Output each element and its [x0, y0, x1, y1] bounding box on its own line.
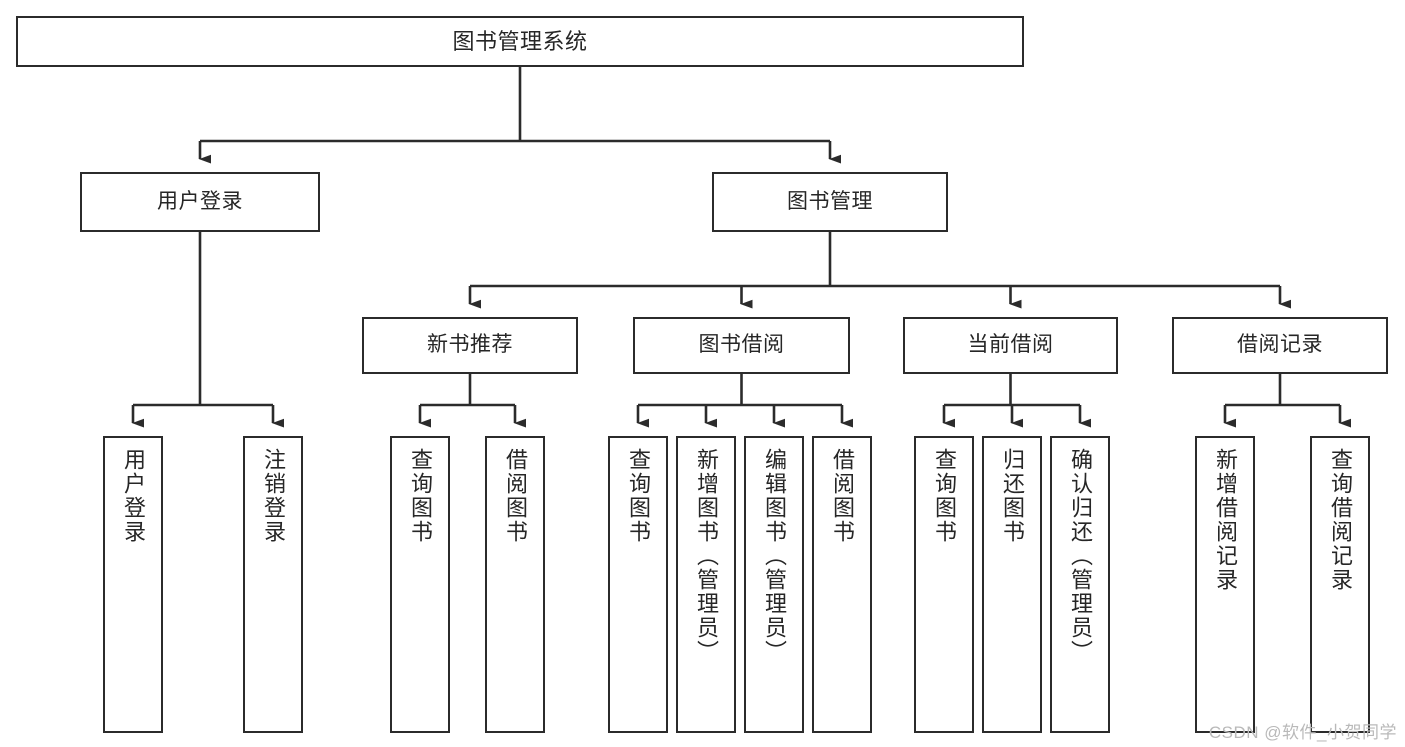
node-label: 新增借阅记录: [1213, 448, 1238, 592]
node-leaf-rec-2[interactable]: 查询借阅记录: [1310, 436, 1370, 733]
node-leaf-bor-4[interactable]: 借阅图书: [812, 436, 872, 733]
node-leaf-cur-2[interactable]: 归还图书: [982, 436, 1042, 733]
node-leaf-new-1[interactable]: 查询图书: [390, 436, 450, 733]
node-leaf-new-2[interactable]: 借阅图书: [485, 436, 545, 733]
node-borrow[interactable]: 图书借阅: [633, 317, 850, 374]
node-login[interactable]: 用户登录: [80, 172, 320, 232]
node-label: 编辑图书（管理员）: [762, 448, 787, 664]
node-leaf-bor-2[interactable]: 新增图书（管理员）: [676, 436, 736, 733]
node-label: 当前借阅: [967, 333, 1054, 357]
node-label: 新书推荐: [427, 333, 513, 357]
node-leaf-bor-1[interactable]: 查询图书: [608, 436, 668, 733]
node-label: 新增图书（管理员）: [694, 448, 719, 664]
node-label: 注销登录: [261, 448, 286, 544]
node-label: 确认归还（管理员）: [1068, 448, 1093, 664]
node-leaf-cur-1[interactable]: 查询图书: [914, 436, 974, 733]
node-label: 图书借阅: [698, 333, 785, 357]
node-newbook[interactable]: 新书推荐: [362, 317, 578, 374]
node-label: 查询借阅记录: [1328, 448, 1353, 592]
node-current[interactable]: 当前借阅: [903, 317, 1118, 374]
node-label: 归还图书: [1000, 448, 1025, 544]
node-label: 图书管理系统: [452, 28, 588, 54]
node-label: 查询图书: [408, 448, 433, 544]
node-label: 查询图书: [932, 448, 957, 544]
node-label: 借阅图书: [503, 448, 528, 544]
node-bookmgmt[interactable]: 图书管理: [712, 172, 948, 232]
node-leaf-bor-3[interactable]: 编辑图书（管理员）: [744, 436, 804, 733]
node-label: 借阅记录: [1237, 333, 1323, 357]
node-leaf-rec-1[interactable]: 新增借阅记录: [1195, 436, 1255, 733]
node-leaf-login-2[interactable]: 注销登录: [243, 436, 303, 733]
node-label: 借阅图书: [830, 448, 855, 544]
node-label: 查询图书: [626, 448, 651, 544]
node-records[interactable]: 借阅记录: [1172, 317, 1388, 374]
node-leaf-login-1[interactable]: 用户登录: [103, 436, 163, 733]
node-leaf-cur-3[interactable]: 确认归还（管理员）: [1050, 436, 1110, 733]
node-label: 用户登录: [157, 189, 243, 213]
node-label: 用户登录: [121, 448, 146, 544]
node-root[interactable]: 图书管理系统: [16, 16, 1024, 67]
node-label: 图书管理: [787, 189, 873, 213]
csdn-watermark: CSDN @软件_小贺同学: [1208, 723, 1397, 742]
